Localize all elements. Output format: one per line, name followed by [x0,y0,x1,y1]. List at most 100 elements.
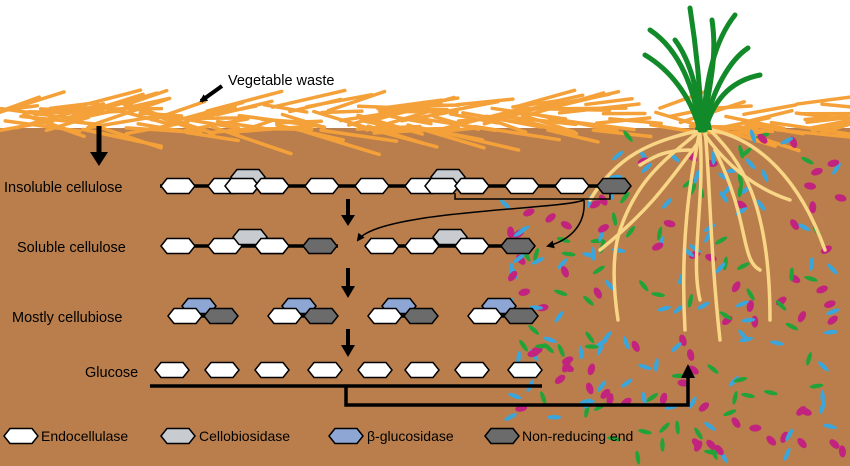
microbe [597,224,609,233]
microbe [763,390,778,396]
curved-arrow-to-soluble-right [546,199,585,249]
microbe [809,201,817,214]
root [681,128,702,332]
microbe [516,350,522,365]
microbe [554,289,568,296]
microbe [604,279,615,291]
straw-piece [439,99,500,115]
glucose-unit [467,307,503,325]
microbe [706,439,716,450]
straw-piece [320,109,364,115]
straw-piece [231,118,274,136]
microbe [714,236,728,245]
straw-piece [412,125,484,142]
stage-label-soluble: Soluble cellulose [17,240,126,256]
stage-label-cellobiose: Mostly cellubiose [12,310,122,326]
microbe [519,339,528,352]
straw-piece [275,123,345,142]
glucose-monomer [454,361,490,379]
microbe [811,167,823,176]
microbe [607,436,621,442]
microbe [523,208,535,217]
microbe [693,440,703,452]
microbe [819,400,826,415]
straw-piece [520,113,577,134]
microbe [504,413,517,421]
microbe [670,342,682,353]
microbe [834,194,847,202]
microbe [749,424,762,432]
straw-piece [808,118,850,130]
glucose-unit [554,177,590,195]
straw-piece [123,88,169,107]
microbe [804,275,818,282]
straw-piece [591,128,653,139]
microbe [620,378,633,388]
microbe [789,267,794,282]
microbe [554,374,566,384]
straw-piece [522,106,612,113]
stage-label-glucose: Glucose [85,365,138,381]
glucose-unit [203,307,239,325]
microbe [770,340,784,346]
microbe [829,439,840,449]
microbe [797,311,807,323]
process-arrows [90,84,695,407]
straw-piece [124,126,197,134]
microbe [698,402,710,412]
microbe [775,300,787,311]
root [710,128,827,252]
microbe [596,342,604,356]
microbe [801,156,814,165]
glucose-to-plant-head [681,364,695,378]
legend-swatch-non-reducing-end [484,427,520,445]
microbe [557,258,568,270]
microbe [560,221,572,230]
glucose-unit [424,177,460,195]
straw-piece [185,130,240,143]
straw-piece [794,111,850,122]
microbe [704,449,718,455]
microbe [686,349,695,361]
glucose-monomer [507,361,543,379]
soil-microbes [499,129,847,465]
microbe [809,383,824,389]
microbe [693,170,700,184]
microbe [688,396,697,409]
legend-swatch-beta-glucosidase [328,427,364,445]
plant-stem [695,100,712,130]
microbe [818,361,829,372]
straw-piece [455,97,515,107]
microbe [620,192,630,204]
glucose-unit [596,177,632,195]
glucose-unit [302,237,338,255]
microbe [757,133,768,144]
straw-piece [744,122,805,136]
glucose-unit [160,237,196,255]
microbe [749,129,756,143]
straw-piece [820,102,850,109]
microbe [561,266,569,278]
root [598,138,702,252]
microbe [507,226,515,239]
vegetable-waste-straw [0,88,850,157]
microbe [824,300,836,308]
microbe [719,311,732,320]
microbe [561,251,576,257]
glucose-unit [224,177,260,195]
microbe [612,150,624,161]
microbe [593,287,602,299]
straw-piece [347,100,426,127]
glucose-unit [503,307,539,325]
root [638,148,692,167]
glucose-monomer [357,361,393,379]
microbe [780,137,794,145]
microbe [690,181,697,195]
microbe [797,437,807,449]
down-arrow-1-head [341,215,355,226]
microbe [583,295,594,306]
microbe [816,285,828,294]
down-arrow-3-head [341,345,355,357]
